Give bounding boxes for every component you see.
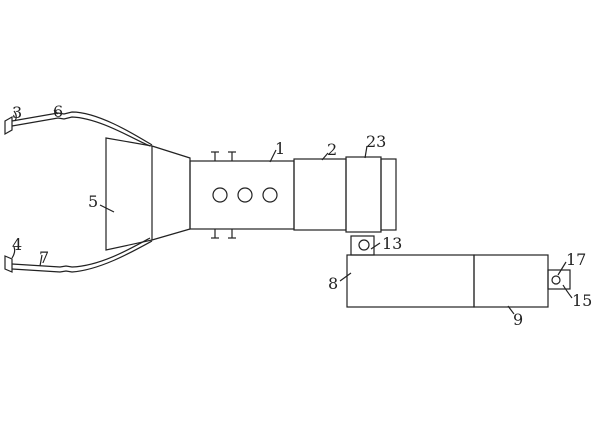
hole-17-shape xyxy=(551,275,561,285)
tube-7-lower-line xyxy=(11,240,153,273)
label-6: 6 xyxy=(53,102,63,121)
label-13: 13 xyxy=(382,234,402,253)
label-17: 17 xyxy=(566,250,586,269)
funnel-taper-shape xyxy=(151,145,191,241)
lug-15-shape xyxy=(547,269,571,290)
label-3: 3 xyxy=(12,103,22,122)
label-7: 7 xyxy=(39,248,49,267)
label-4: 4 xyxy=(12,235,22,254)
end-cap-shape xyxy=(380,158,397,231)
fitting-4-shape xyxy=(4,255,13,273)
funnel-5-shape xyxy=(105,137,153,251)
connector-13-shape xyxy=(350,235,375,256)
connector-13-hole xyxy=(358,239,370,251)
port-hole-1 xyxy=(212,187,228,203)
unit-9-shape xyxy=(473,254,549,308)
port-hole-2 xyxy=(237,187,253,203)
label-15: 15 xyxy=(572,291,592,310)
top-bolts xyxy=(211,151,236,161)
cylinder-1-shape xyxy=(189,160,295,230)
diagram-lines xyxy=(4,109,573,315)
section-2-shape xyxy=(293,158,347,231)
label-8: 8 xyxy=(328,274,338,293)
unit-8-shape xyxy=(346,254,475,308)
leader-lines xyxy=(11,109,573,315)
tube-7-upper-line xyxy=(11,237,151,268)
tube-6-lower-line xyxy=(11,116,151,147)
label-5: 5 xyxy=(88,192,98,211)
port-hole-3 xyxy=(262,187,278,203)
fitting-3-shape xyxy=(4,115,13,136)
label-2: 2 xyxy=(327,140,337,159)
label-1: 1 xyxy=(275,139,285,158)
label-23: 23 xyxy=(366,132,386,151)
tube-6-upper-line xyxy=(11,111,153,146)
label-9: 9 xyxy=(513,310,523,329)
flange-23-shape xyxy=(345,156,382,233)
bottom-bolts xyxy=(211,229,236,239)
